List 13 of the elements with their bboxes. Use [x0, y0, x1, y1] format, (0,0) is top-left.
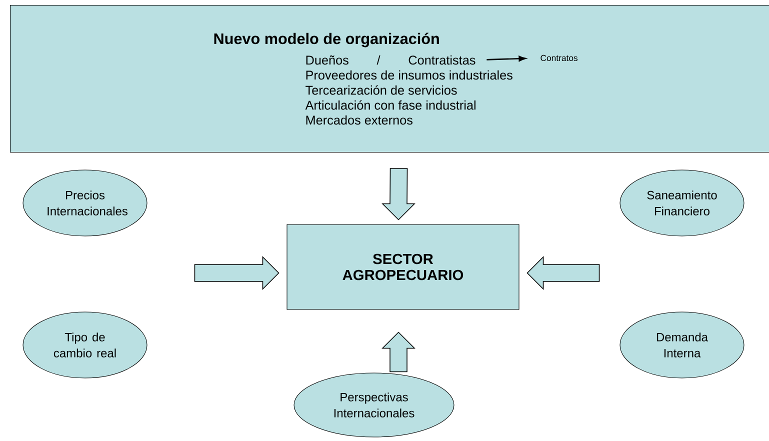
heading: Nuevo modelo de organización: [214, 32, 439, 48]
list-item: Proveedores de insumos industriales: [306, 70, 512, 80]
list-item: Tercearización de servicios: [306, 85, 457, 95]
block-arrow: [194, 256, 280, 290]
list-item: Mercados externos: [306, 115, 412, 125]
list-item: Dueños / Contratistas: [306, 55, 476, 65]
block-arrow: [382, 168, 416, 220]
block-arrow: [526, 256, 600, 290]
list-item: Articulación con fase industrial: [305, 100, 476, 110]
small-label: Contratos: [540, 54, 578, 62]
arrow: [486, 56, 526, 62]
sector-box: SECTOR AGROPECUARIO: [286, 224, 520, 310]
block-arrow: [382, 332, 416, 372]
